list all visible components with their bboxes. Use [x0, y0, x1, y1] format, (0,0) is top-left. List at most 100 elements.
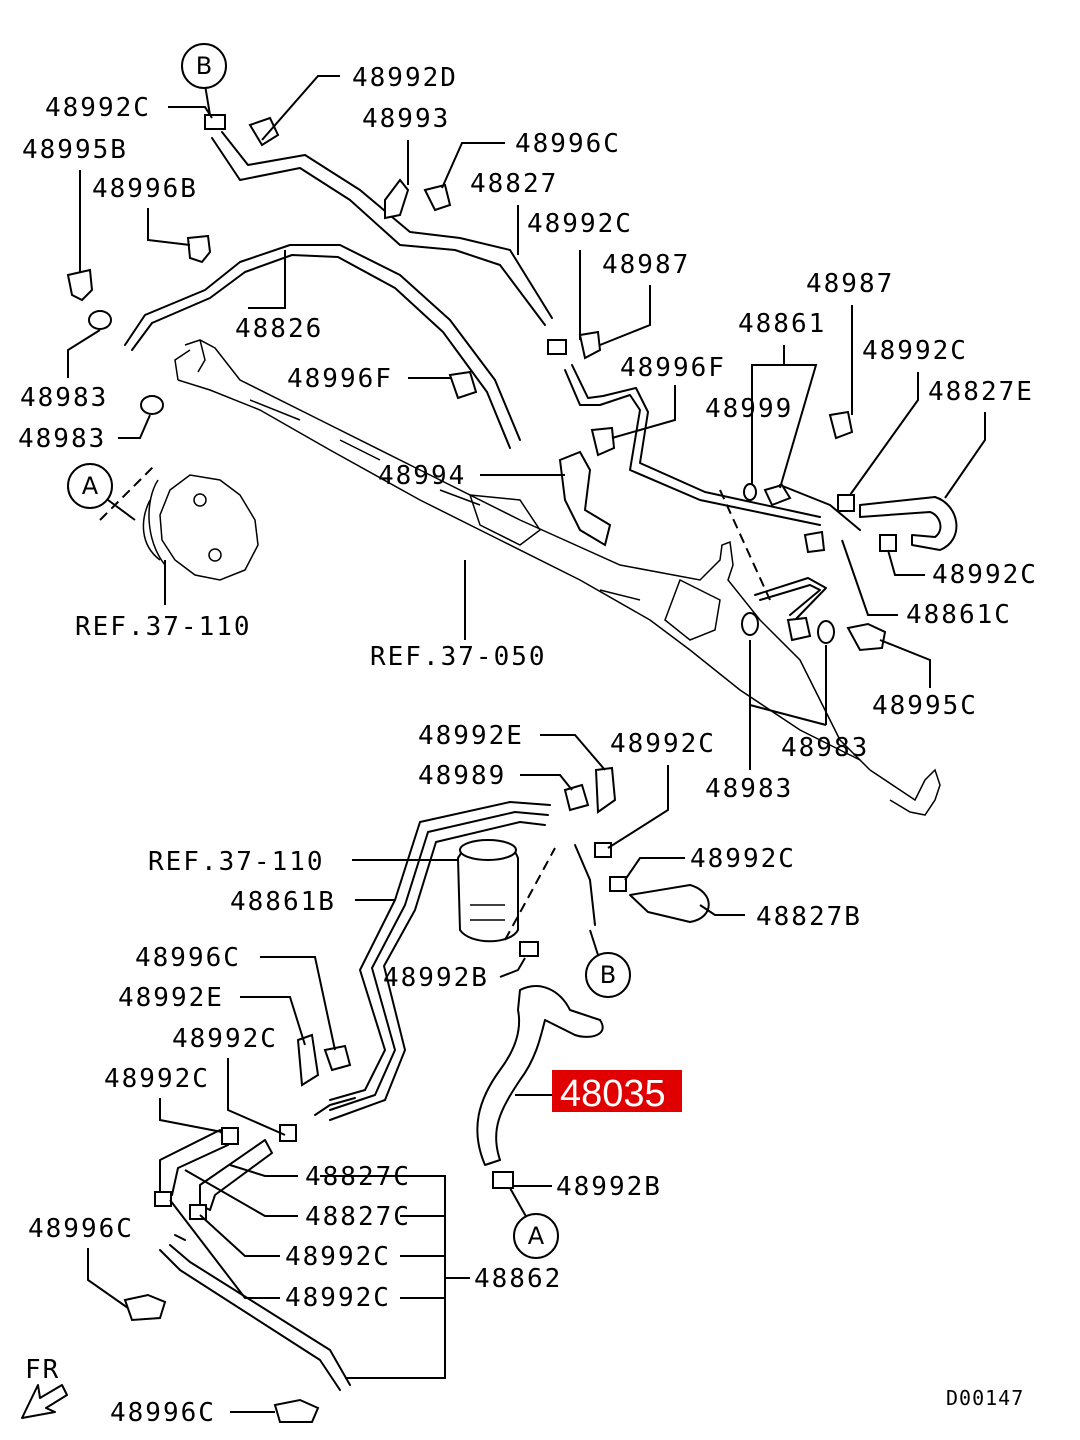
- bolt-icon: [186, 234, 212, 264]
- bolt-icon: [273, 1398, 320, 1423]
- callout-b-mid: B: [585, 952, 631, 998]
- label-48987-left: 48987: [602, 250, 690, 280]
- fr-label: FR: [25, 1355, 60, 1385]
- label-48992c-7: 48992C: [172, 1024, 278, 1054]
- bolt-icon: [578, 330, 602, 360]
- label-48827b: 48827B: [756, 902, 862, 932]
- washer-icon: [741, 612, 759, 636]
- bolt-icon: [846, 622, 887, 652]
- callout-a-left-letter: A: [82, 472, 99, 500]
- clamp-icon: [189, 1204, 207, 1220]
- reservoir-drawing: [456, 839, 519, 943]
- label-48993: 48993: [362, 104, 450, 134]
- bolt-icon: [423, 183, 452, 212]
- label-48983-1: 48983: [20, 383, 108, 413]
- label-48826: 48826: [235, 314, 323, 344]
- bracket-icon: [594, 766, 617, 814]
- highlight-box: [552, 1070, 682, 1112]
- bracket-icon: [384, 178, 410, 220]
- label-48996c-top: 48996C: [515, 129, 621, 159]
- dashed-references: [99, 464, 771, 941]
- label-48992c-5: 48992C: [610, 729, 716, 759]
- washer-icon: [88, 310, 112, 330]
- lower-pipes: [159, 801, 710, 1391]
- clamp-icon: [609, 876, 627, 892]
- label-48996c-bottom: 48996C: [110, 1398, 216, 1428]
- bolt-icon: [763, 483, 792, 507]
- label-48994: 48994: [378, 461, 466, 491]
- label-48827: 48827: [470, 169, 558, 199]
- label-48992c-6: 48992C: [690, 844, 796, 874]
- label-48989: 48989: [418, 761, 506, 791]
- clamp-icon: [879, 534, 897, 552]
- clamp-icon: [154, 1191, 172, 1207]
- bolt-icon: [563, 783, 590, 812]
- bolt-icon: [66, 268, 94, 302]
- bolt-icon: [323, 1044, 352, 1072]
- label-48996c-left: 48996C: [28, 1214, 134, 1244]
- label-48992b-bottom: 48992B: [556, 1172, 662, 1202]
- bolt-icon: [448, 370, 478, 400]
- highlight-part-number: 48035: [560, 1073, 666, 1115]
- upper-pipes: [124, 131, 958, 621]
- label-ref-37-110-mid: REF.37-110: [148, 847, 325, 877]
- label-48861: 48861: [738, 309, 826, 339]
- callout-b-top-letter: B: [196, 52, 212, 80]
- label-48827c-1: 48827C: [305, 1162, 411, 1192]
- label-48996f-right: 48996F: [620, 353, 726, 383]
- leader-lines: [67, 75, 986, 1413]
- washer-icon: [140, 395, 164, 415]
- label-ref-37-110-top: REF.37-110: [75, 612, 252, 642]
- bolt-icon: [590, 426, 616, 457]
- label-48992c-3: 48992C: [862, 336, 968, 366]
- label-48999: 48999: [705, 394, 793, 424]
- callout-a-left: A: [67, 463, 113, 509]
- label-48992e-top: 48992E: [418, 721, 524, 751]
- label-48861b: 48861B: [230, 887, 336, 917]
- label-48983-3: 48983: [781, 733, 869, 763]
- steering-gear-drawing: [174, 339, 941, 816]
- label-ref-37-050: REF.37-050: [370, 642, 547, 672]
- label-48996b: 48996B: [92, 174, 198, 204]
- label-48995b: 48995B: [22, 135, 128, 165]
- label-48992c-10: 48992C: [285, 1283, 391, 1313]
- clamp-icon: [492, 1171, 514, 1189]
- bolt-icon: [786, 616, 812, 642]
- label-48995c: 48995C: [872, 691, 978, 721]
- label-48987-right: 48987: [806, 269, 894, 299]
- label-48983-4: 48983: [705, 774, 793, 804]
- label-48862: 48862: [474, 1264, 562, 1294]
- label-48992c-top: 48992C: [45, 93, 151, 123]
- label-48992c-4: 48992C: [932, 560, 1038, 590]
- washer-icon: [743, 483, 757, 501]
- label-48992e-bottom: 48992E: [118, 983, 224, 1013]
- bracket-icon: [803, 530, 826, 554]
- label-48827c-2: 48827C: [305, 1202, 411, 1232]
- clamp-icon: [204, 114, 226, 130]
- label-48996c-mid: 48996C: [135, 943, 241, 973]
- fr-arrow-icon: [21, 1384, 68, 1419]
- label-48983-2: 48983: [18, 424, 106, 454]
- label-48992c-2: 48992C: [527, 209, 633, 239]
- bolt-icon: [828, 410, 854, 440]
- highlighted-part: 48035: [552, 1070, 682, 1115]
- bracket-icon: [296, 1033, 320, 1087]
- callout-b-top: B: [181, 43, 227, 89]
- clamp-icon: [221, 1127, 239, 1145]
- callout-b-mid-letter: B: [600, 961, 616, 989]
- label-48992c-8: 48992C: [104, 1064, 210, 1094]
- label-48992d: 48992D: [352, 63, 458, 93]
- bolt-icon: [123, 1293, 167, 1322]
- label-48992c-9: 48992C: [285, 1242, 391, 1272]
- label-48996f-left: 48996F: [287, 364, 393, 394]
- front-direction-indicator: FR: [21, 1355, 68, 1419]
- clamp-icon: [519, 941, 539, 957]
- clamp-icon: [547, 339, 567, 355]
- label-48827e: 48827E: [928, 377, 1034, 407]
- label-48861c: 48861C: [906, 600, 1012, 630]
- clamp-icon: [248, 116, 280, 147]
- pump-drawing-top: [142, 474, 259, 581]
- diagram-code: D00147: [946, 1386, 1024, 1410]
- washer-icon: [817, 620, 835, 644]
